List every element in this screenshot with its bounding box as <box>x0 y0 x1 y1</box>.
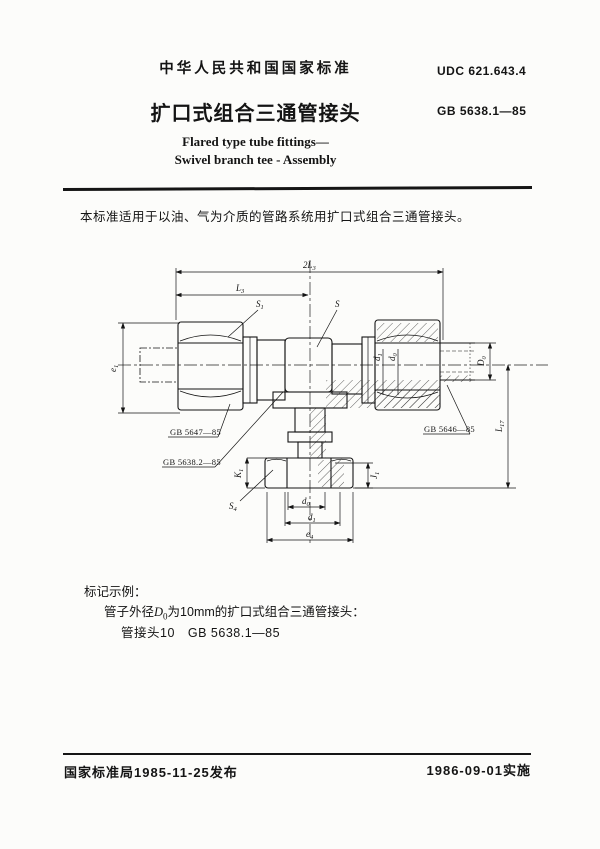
callout-s: S <box>335 299 340 309</box>
issued-by-date: 国家标准局1985-11-25发布 <box>64 765 238 780</box>
page-title: 扩口式组合三通管接头 <box>150 103 361 125</box>
left-body-neck <box>256 339 286 401</box>
fitting-outline <box>139 319 475 489</box>
dimension-lines <box>118 268 516 543</box>
national-standard-heading: 中华人民共和国国家标准 <box>159 61 352 77</box>
centerlines <box>118 260 548 544</box>
callout-s4: S4 <box>229 501 238 513</box>
standard-number: GB 5638.1—85 <box>437 104 527 118</box>
header-divider-rule <box>62 185 533 192</box>
symbol-d0-subscript: 0 <box>163 611 168 622</box>
example-text-post: 为10mm的扩口式组合三通管接头： <box>167 605 365 619</box>
right-nut <box>374 319 441 411</box>
callout-gb5638-2: GB 5638.2—85 <box>163 457 221 467</box>
marking-example-designation: 管接头10 GB 5638.1—85 <box>121 626 281 640</box>
symbol-d0: D <box>154 605 164 619</box>
marking-example-heading: 标记示例： <box>84 585 147 599</box>
english-title: Flared type tube fittings— Swivel branch… <box>63 133 448 169</box>
leader-lines <box>162 309 471 502</box>
footer-divider-rule <box>63 753 531 755</box>
dim-e1: e1 <box>108 365 120 372</box>
scope-statement: 本标准适用于以油、气为介质的管路系统用扩口式组合三通管接头。 <box>80 210 471 224</box>
callout-s1: S1 <box>256 299 264 311</box>
drawing-labels: 2L3 L3 S1 S e1 d1 d0 D0 L17 K1 J1 S4 d0 … <box>108 260 506 541</box>
english-title-line2: Swivel branch tee - Assembly <box>174 152 337 167</box>
dim-2l3: 2L3 <box>303 260 317 272</box>
dim-e4: e4 <box>306 529 314 541</box>
callout-gb5646: GB 5646—85 <box>424 424 475 434</box>
effective-date: 1986-09-01实施 <box>426 763 531 778</box>
tee-fitting-technical-drawing: 2L3 L3 S1 S e1 d1 d0 D0 L17 K1 J1 S4 d0 … <box>108 260 548 544</box>
dim-d0-bottom: d0 <box>302 496 311 508</box>
udc-number: UDC 621.643.4 <box>437 64 527 78</box>
section-hatch-areas <box>310 323 472 487</box>
dim-k1: K1 <box>233 469 245 479</box>
dim-d1-bottom: d1 <box>308 512 316 524</box>
dim-d1-top: d1 <box>372 353 384 361</box>
bottom-nut <box>264 457 354 489</box>
marking-example-description: 管子外径D0为10mm的扩口式组合三通管接头： <box>104 601 365 622</box>
callout-gb5647: GB 5647—85 <box>170 427 221 437</box>
dim-l17: L17 <box>494 420 506 433</box>
dim-j1: J1 <box>369 472 381 479</box>
english-title-line1: Flared type tube fittings— <box>182 134 329 149</box>
example-text-pre: 管子外径 <box>104 605 155 619</box>
dim-d0-top: d0 <box>387 353 399 362</box>
dim-d0-tube: D0 <box>476 356 488 368</box>
dim-l3: L3 <box>235 283 245 295</box>
